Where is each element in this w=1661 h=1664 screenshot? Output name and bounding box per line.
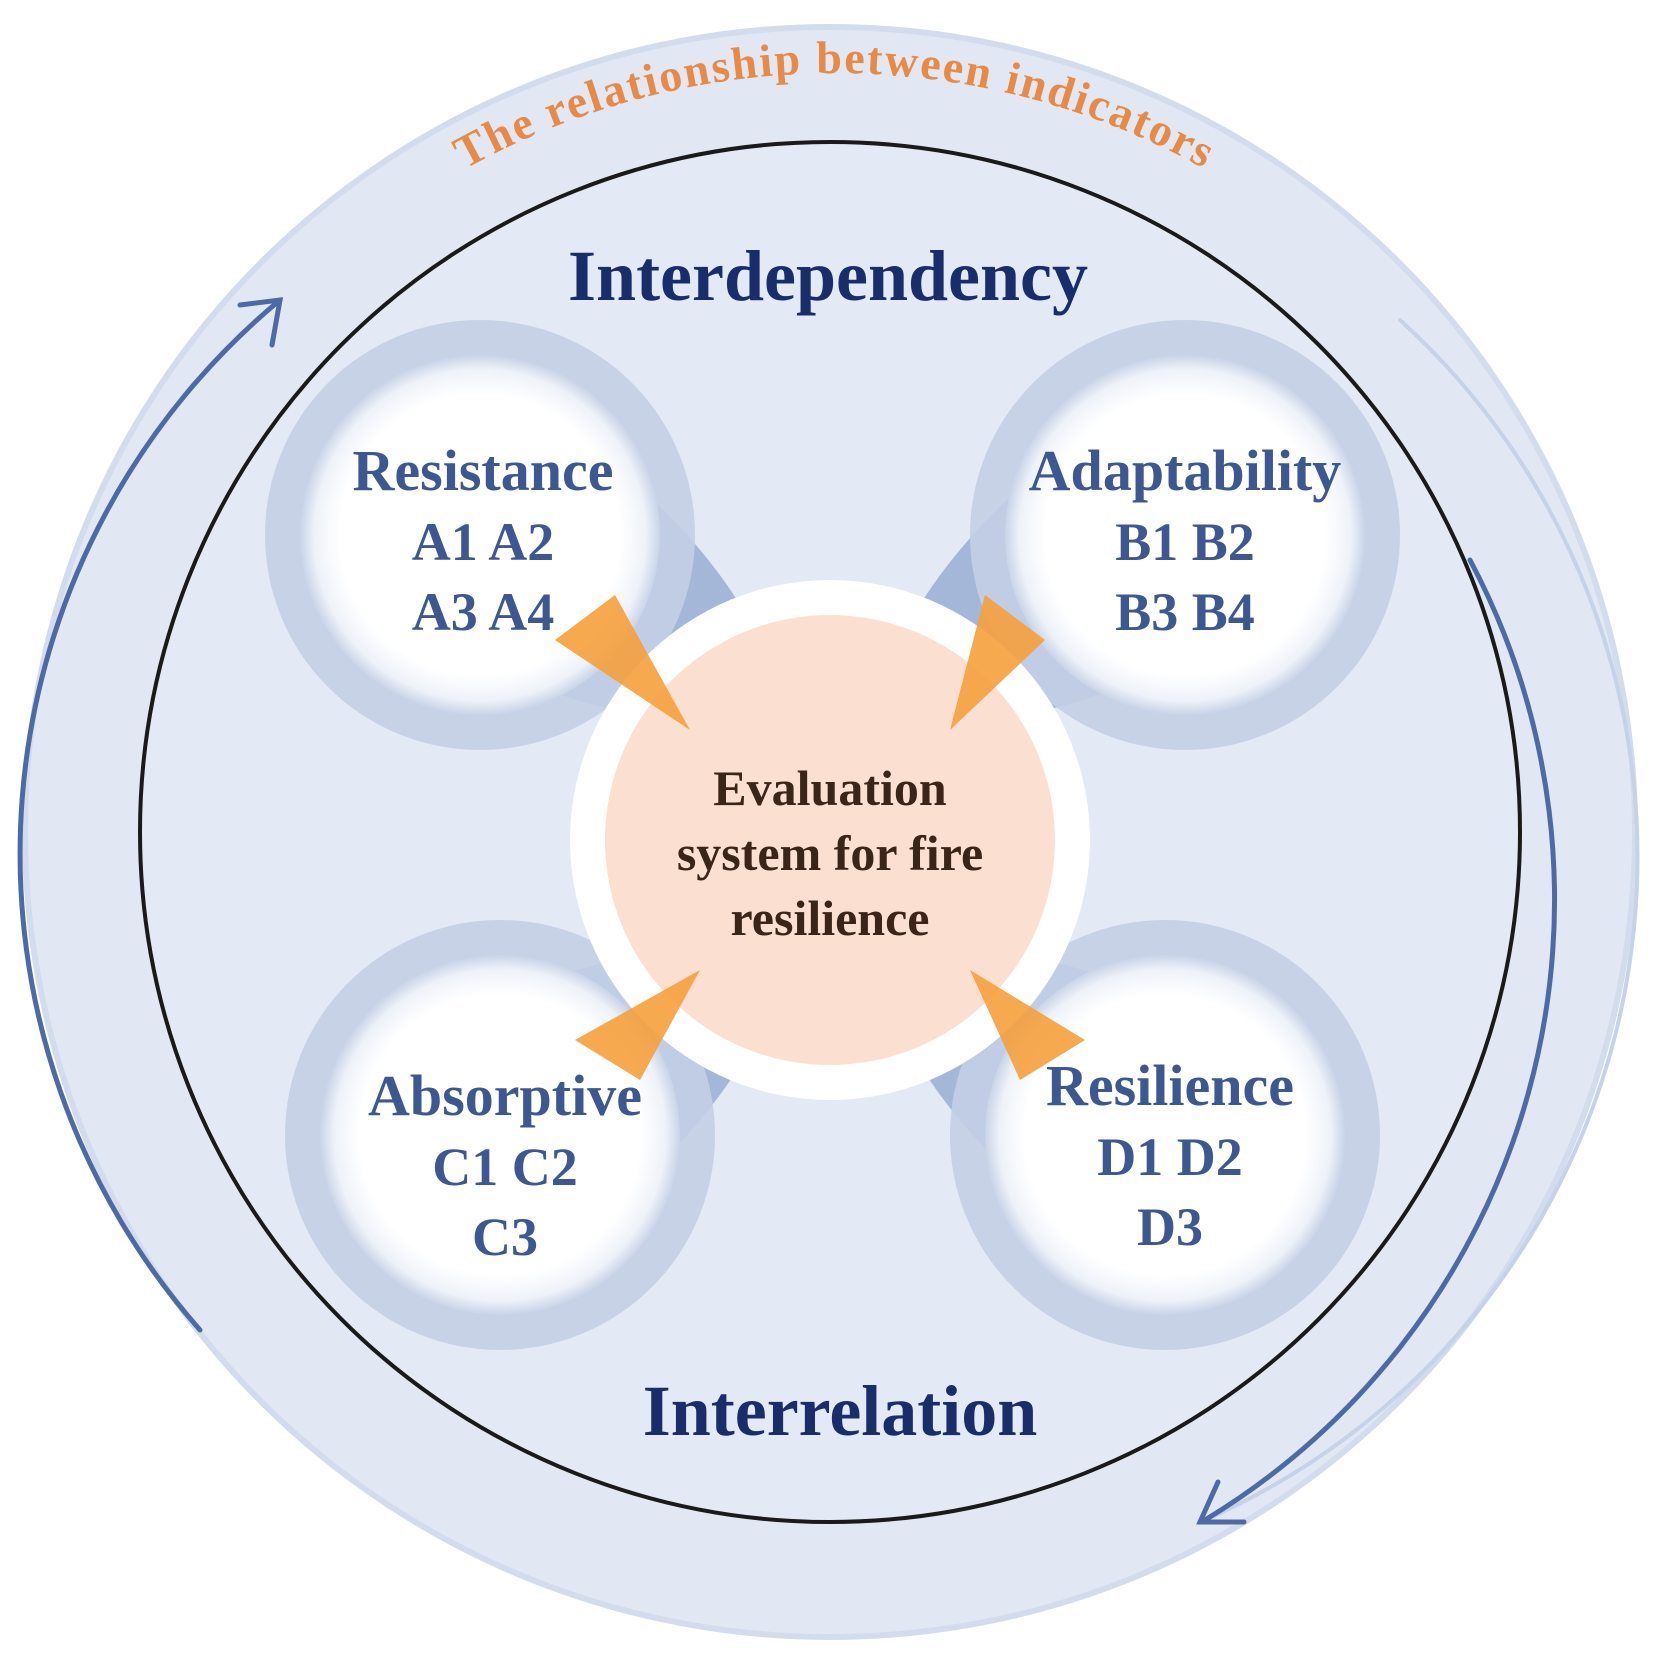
node-indicators-adaptability-2: B3 B4 bbox=[1115, 582, 1255, 642]
cycle-arrow-left bbox=[17, 297, 284, 1333]
node-indicators-resistance-1: A1 A2 bbox=[412, 512, 555, 572]
center-text: Evaluation system for fire resilience bbox=[677, 760, 983, 946]
node-indicators-absorptive-1: C1 C2 bbox=[432, 1137, 578, 1197]
arrow-from-resistance bbox=[555, 595, 690, 730]
cycle-arrow-right bbox=[1196, 318, 1640, 1525]
node-indicators-adaptability-1: B1 B2 bbox=[1115, 512, 1255, 572]
center-line-2: system for fire bbox=[677, 825, 983, 881]
node-indicators-absorptive-2: C3 bbox=[472, 1207, 538, 1267]
orange-arrows bbox=[555, 595, 1085, 1080]
node-indicators-resilience-1: D1 D2 bbox=[1097, 1127, 1243, 1187]
outer-ring-edge bbox=[22, 24, 1638, 1640]
label-interdependency: Interdependency bbox=[568, 236, 1088, 316]
center-line-3: resilience bbox=[731, 890, 930, 946]
node-circle-resistance bbox=[300, 355, 660, 715]
arrow-from-adaptability bbox=[950, 595, 1045, 730]
node-title-absorptive: Absorptive bbox=[368, 1063, 642, 1128]
node-texts: Resistance A1 A2 A3 A4 Adaptability B1 B2 B3 … bbox=[353, 438, 1342, 1267]
arrow-from-absorptive bbox=[575, 970, 700, 1080]
node-title-adaptability: Adaptability bbox=[1029, 438, 1342, 503]
node-title-resilience: Resilience bbox=[1046, 1053, 1294, 1118]
node-circle-adaptability bbox=[1005, 355, 1365, 715]
node-indicators-resilience-2: D3 bbox=[1137, 1197, 1203, 1257]
node-title-resistance: Resistance bbox=[353, 438, 614, 503]
node-indicators-resistance-2: A3 A4 bbox=[412, 582, 555, 642]
center-line-1: Evaluation bbox=[713, 760, 947, 816]
center-disk bbox=[605, 615, 1055, 1065]
arrow-from-resilience bbox=[970, 970, 1085, 1080]
label-interrelation: Interrelation bbox=[643, 1371, 1038, 1451]
